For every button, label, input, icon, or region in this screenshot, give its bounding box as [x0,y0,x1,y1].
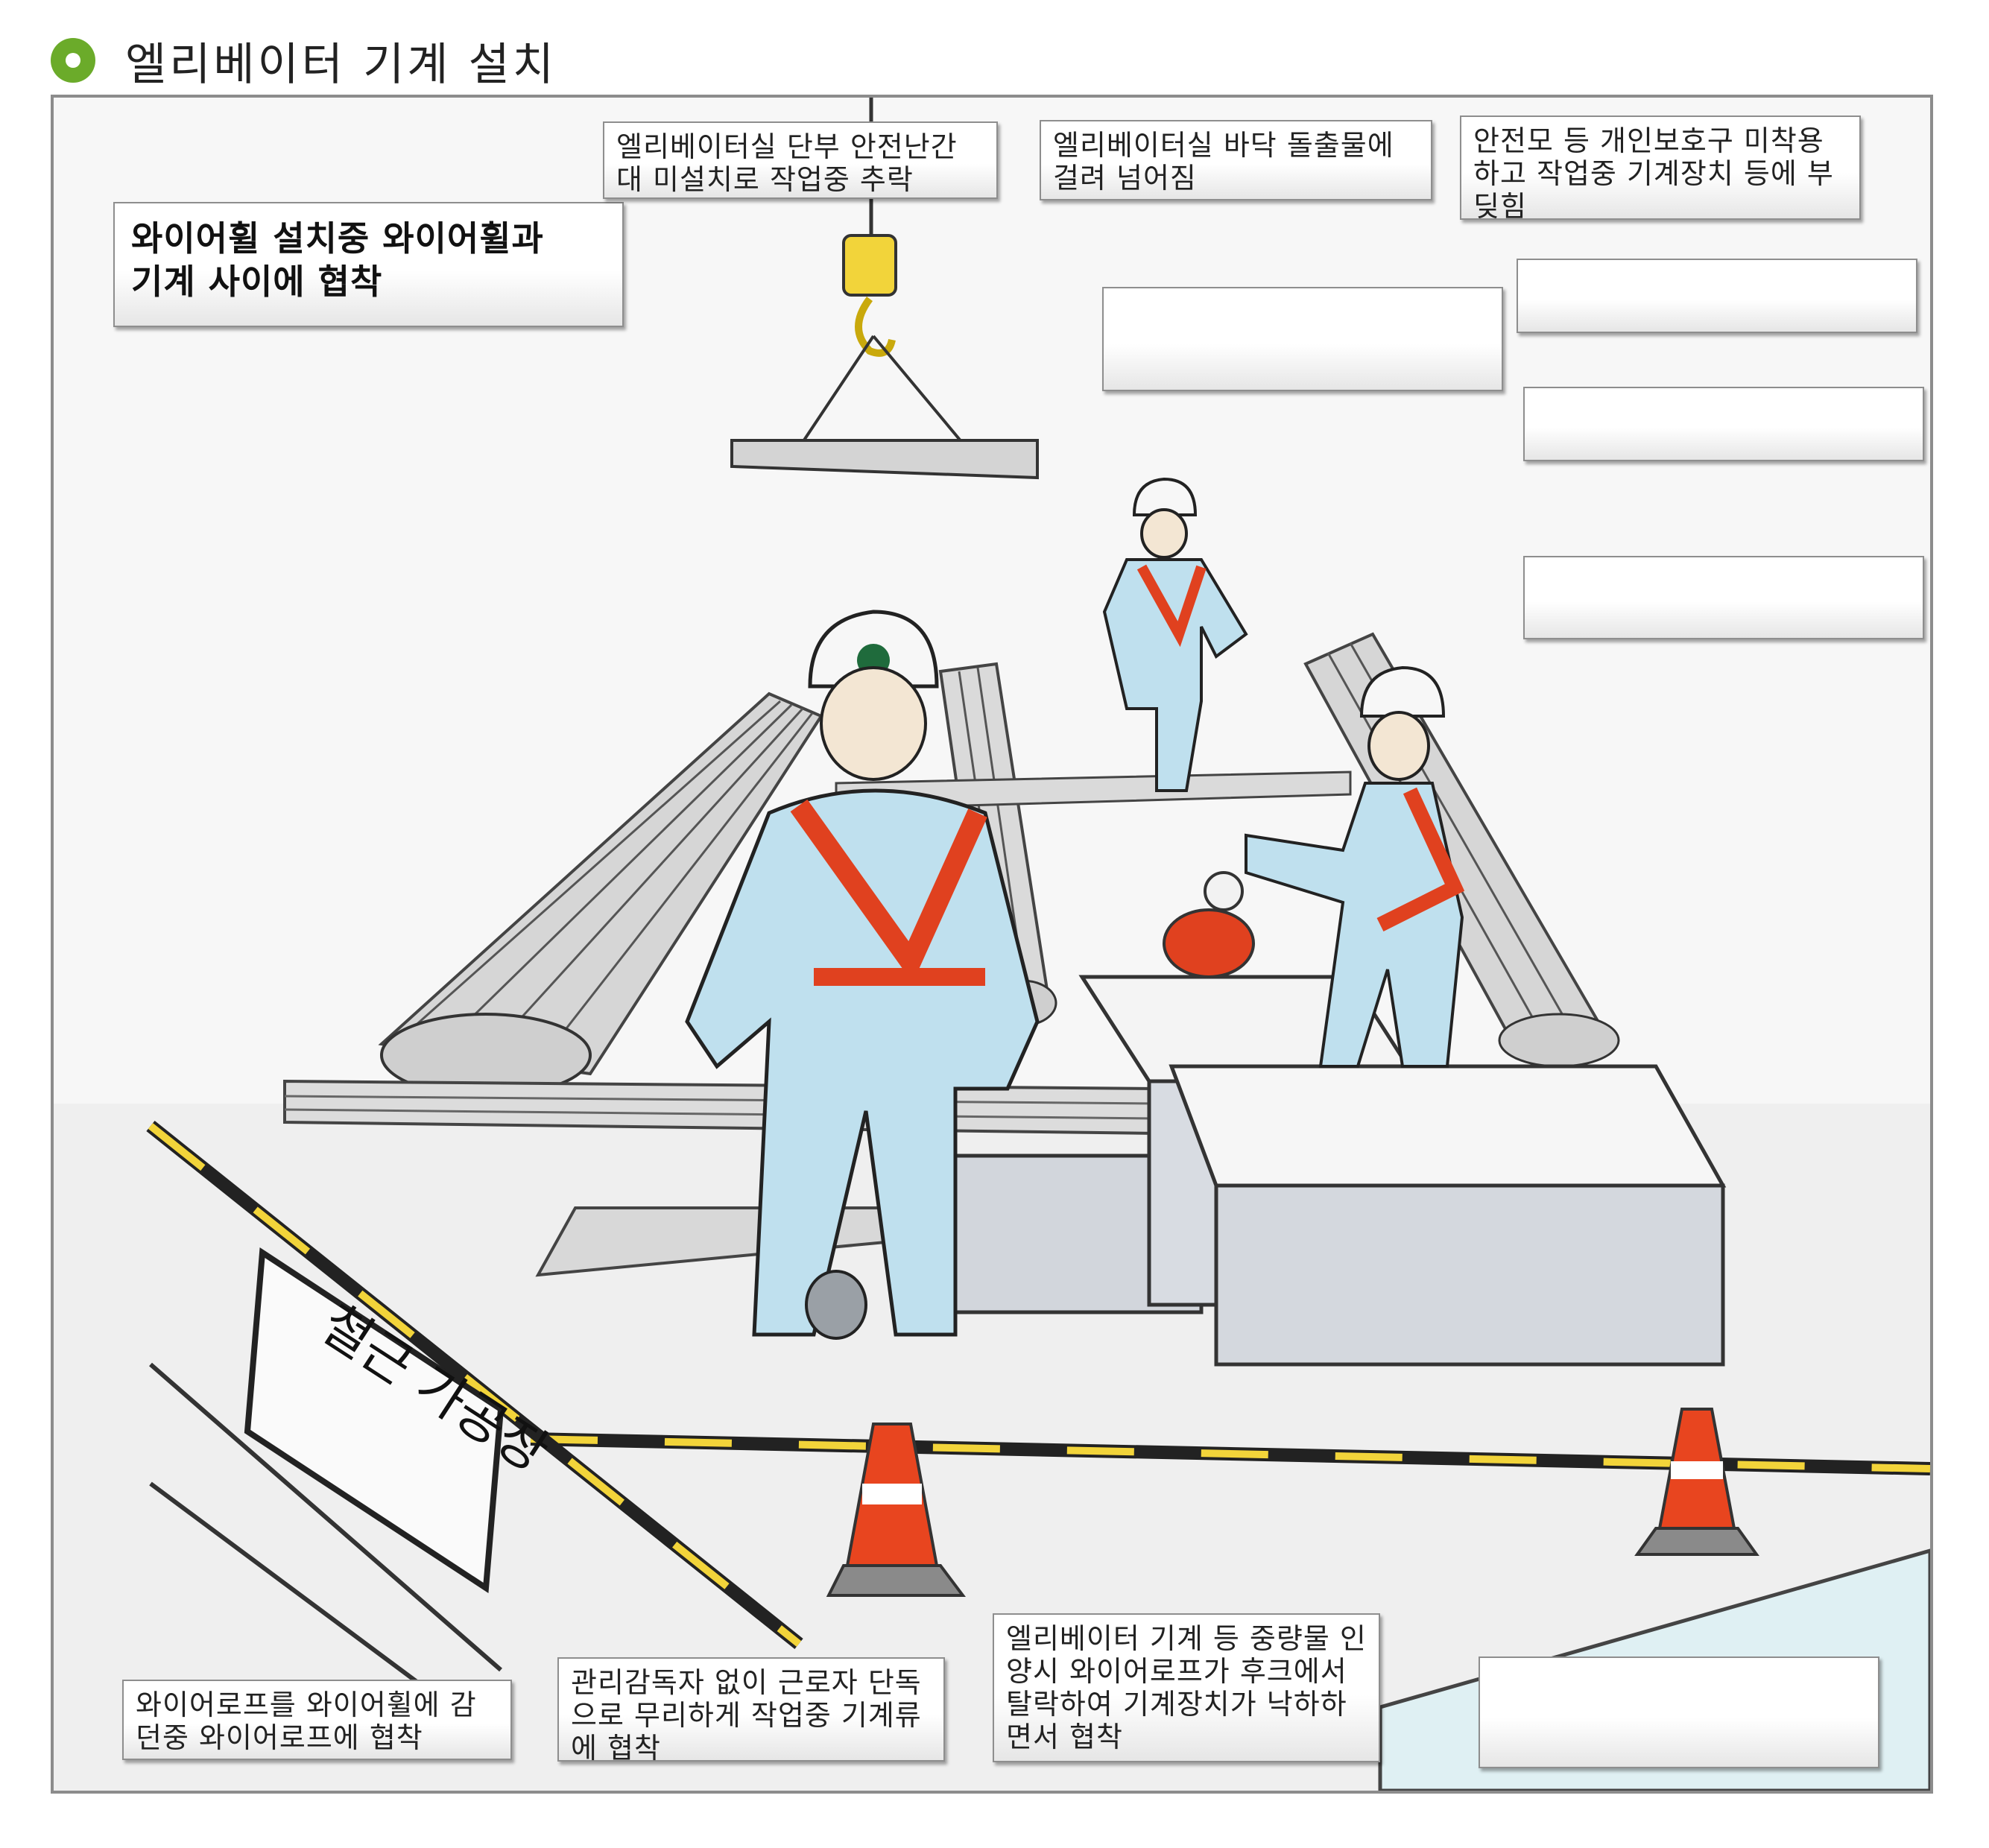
callout-text: 와이어로프를 와이어휠에 감 던중 와이어로프에 협착 [136,1689,477,1754]
callout-text: 엘리베이터 기계 등 중량물 인 양시 와이어로프가 후크에서 탈락하여 기계장… [1006,1622,1367,1753]
callout-text: 안전모 등 개인보호구 미착용 하고 작업중 기계장치 등에 부 딪힘 [1473,124,1834,223]
callout-text: 엘리베이터실 바닥 돌출물에 걸려 넘어짐 [1053,129,1394,194]
callout-ppe: 안전모 등 개인보호구 미착용 하고 작업중 기계장치 등에 부 딪힘 [1460,116,1861,223]
top-worker [1102,477,1248,792]
page-title: 엘리베이터 기계 설치 [125,38,557,91]
callout-text: 엘리베이터실 단부 안전난간 대 미설치로 작업중 추락 [616,130,958,196]
callout-wire-wheel: 와이어휠 설치중 와이어휠과 기계 사이에 협착 [113,202,624,327]
page-header: 엘리베이터 기계 설치 [51,27,557,94]
steel-bundle-left [378,692,823,1098]
callout-empty-4 [1523,556,1924,639]
callout-wire-rope: 와이어로프를 와이어휠에 감 던중 와이어로프에 협착 [122,1680,512,1760]
callout-empty-5 [1479,1656,1879,1768]
callout-trip: 엘리베이터실 바닥 돌출물에 걸려 넘어짐 [1040,120,1432,200]
elevator-machine [931,975,1727,1367]
callout-text: 관리감독자 없이 근로자 단독 으로 무리하게 작업중 기계류 에 협착 [571,1666,922,1765]
traffic-cone-left [826,1423,966,1597]
callout-empty-1 [1102,287,1503,391]
illustration-frame: 철근 가공장 와이어휠 설치중 와이어휠과 기계 사이에 협착 엘리베이터실 단… [51,95,1933,1794]
bullet-icon [51,38,95,83]
callout-hook-drop: 엘리베이터 기계 등 중량물 인 양시 와이어로프가 후크에서 탈락하여 기계장… [993,1613,1380,1762]
callout-empty-3 [1523,387,1924,461]
scene-illustration: 철근 가공장 [54,98,1930,1791]
main-worker [685,610,1040,1340]
callout-text: 와이어휠 설치중 와이어휠과 기계 사이에 협착 [131,218,544,302]
crane-hook [730,98,1039,480]
callout-fall: 엘리베이터실 단부 안전난간 대 미설치로 작업중 추락 [603,121,998,199]
wire-wheel [1163,871,1255,978]
callout-empty-2 [1517,259,1917,333]
right-worker [1245,665,1465,1068]
traffic-cone-right [1634,1408,1759,1556]
callout-no-supervisor: 관리감독자 없이 근로자 단독 으로 무리하게 작업중 기계류 에 협착 [557,1657,945,1765]
